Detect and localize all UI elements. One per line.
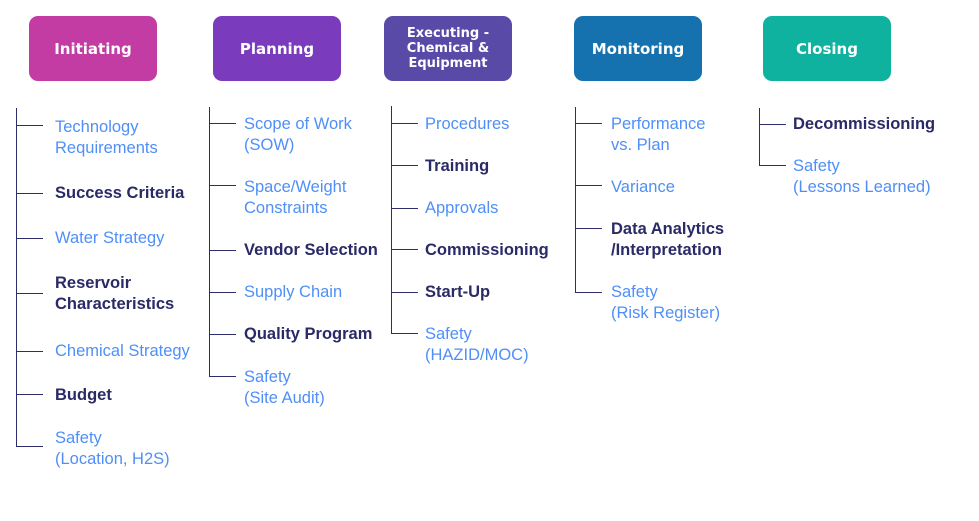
initiating-branch-tick	[16, 394, 43, 395]
planning-item-safety: Safety (Site Audit)	[244, 368, 325, 407]
executing-item-safety: Safety (HAZID/MOC)	[425, 325, 529, 364]
initiating-item-technology-requirements: Technology Requirements	[55, 118, 158, 157]
initiating-item-budget: Budget	[55, 386, 112, 404]
executing-branch-tick	[391, 333, 418, 334]
monitoring-item-variance: Variance	[611, 178, 675, 196]
monitoring-branch-tick	[575, 228, 602, 229]
initiating-item-chemical-strategy: Chemical Strategy	[55, 342, 190, 360]
initiating-branch-tick	[16, 125, 43, 126]
planning-item-quality-program: Quality Program	[244, 325, 373, 343]
monitoring-item-performance-vs-plan: Performance vs. Plan	[611, 115, 706, 154]
monitoring-connector-line	[575, 107, 576, 293]
planning-branch-tick	[209, 123, 236, 124]
monitoring-branch-tick	[575, 123, 602, 124]
initiating-item-success-criteria: Success Criteria	[55, 184, 185, 202]
executing-item-training: Training	[425, 157, 490, 175]
phase-planning: Planning	[213, 16, 341, 81]
initiating-branch-tick	[16, 446, 43, 447]
initiating-connector-line	[16, 108, 17, 446]
executing-branch-tick	[391, 292, 418, 293]
phase-monitoring: Monitoring	[574, 16, 702, 81]
closing-item-safety: Safety (Lessons Learned)	[793, 157, 931, 196]
executing-item-commissioning: Commissioning	[425, 241, 549, 259]
planning-branch-tick	[209, 334, 236, 335]
monitoring-branch-tick	[575, 292, 602, 293]
closing-item-decommissioning: Decommissioning	[793, 115, 936, 133]
initiating-branch-tick	[16, 238, 43, 239]
planning-item-scope-of-work: Scope of Work (SOW)	[244, 115, 352, 154]
planning-branch-tick	[209, 292, 236, 293]
planning-item-vendor-selection: Vendor Selection	[244, 241, 378, 259]
phase-closing: Closing	[763, 16, 891, 81]
initiating-item-water-strategy: Water Strategy	[55, 229, 165, 247]
phase-executing: Executing - Chemical & Equipment	[384, 16, 512, 81]
initiating-branch-tick	[16, 193, 43, 194]
initiating-item-safety: Safety (Location, H2S)	[55, 429, 170, 468]
executing-branch-tick	[391, 123, 418, 124]
planning-connector-line	[209, 107, 210, 377]
initiating-item-reservoir-characteristics: Reservoir Characteristics	[55, 274, 175, 313]
planning-item-space-weight-constraints: Space/Weight Constraints	[244, 178, 347, 217]
planning-branch-tick	[209, 376, 236, 377]
monitoring-item-data-analytics: Data Analytics /Interpretation	[611, 220, 725, 259]
executing-item-start-up: Start-Up	[425, 283, 491, 301]
phase-initiating: Initiating	[29, 16, 157, 81]
initiating-branch-tick	[16, 293, 43, 294]
monitoring-item-safety: Safety (Risk Register)	[611, 283, 721, 322]
monitoring-branch-tick	[575, 185, 602, 186]
planning-branch-tick	[209, 250, 236, 251]
planning-branch-tick	[209, 185, 236, 186]
closing-branch-tick	[759, 165, 786, 166]
executing-item-procedures: Procedures	[425, 115, 510, 133]
executing-branch-tick	[391, 208, 418, 209]
executing-branch-tick	[391, 249, 418, 250]
closing-connector-line	[759, 108, 760, 166]
initiating-branch-tick	[16, 351, 43, 352]
executing-connector-line	[391, 106, 392, 334]
closing-branch-tick	[759, 124, 786, 125]
planning-item-supply-chain: Supply Chain	[244, 283, 343, 301]
executing-item-approvals: Approvals	[425, 199, 499, 217]
executing-branch-tick	[391, 165, 418, 166]
